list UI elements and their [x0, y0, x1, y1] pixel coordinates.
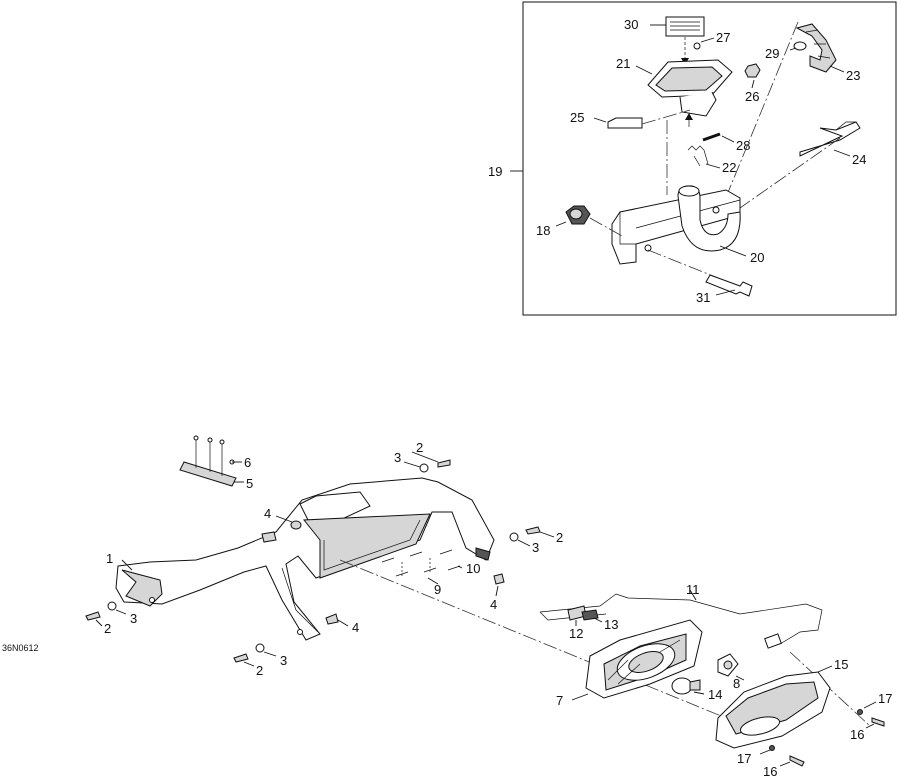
part-10-bracket: [475, 547, 491, 561]
callout-2-bottom: 2: [256, 663, 263, 678]
callout-15: 15: [834, 657, 848, 672]
part-5-strip: [179, 461, 237, 487]
part-3-washer-top: [419, 463, 429, 473]
part-17-washer-right: [857, 709, 863, 715]
callout-20: 20: [750, 250, 764, 265]
callout-8: 8: [733, 676, 740, 691]
callout-25: 25: [570, 110, 584, 125]
callout-19: 19: [488, 164, 502, 179]
callout-21: 21: [616, 56, 630, 71]
callout-2-right: 2: [556, 530, 563, 545]
part-9-clips: [381, 549, 461, 577]
part-25-pin: [607, 117, 643, 129]
part-23-chain: [795, 23, 837, 73]
callout-2-top: 2: [416, 440, 423, 455]
part-4-nut-upper: [261, 531, 277, 543]
callout-5: 5: [246, 476, 253, 491]
part-11-harness: [539, 593, 823, 645]
callout-31: 31: [696, 290, 710, 305]
callout-3-right: 3: [532, 540, 539, 555]
callout-30: 30: [624, 17, 638, 32]
callout-3-bottom: 3: [280, 653, 287, 668]
part-27-screw: [693, 42, 701, 50]
callout-6: 6: [244, 455, 251, 470]
callout-11: 11: [686, 582, 700, 597]
part-2-screw-left: [85, 611, 101, 621]
main-assembly: 6 5 2 3 1 4 2 3: [85, 435, 892, 779]
drawing-code: 36N0612: [2, 643, 39, 653]
part-28-spring: [702, 132, 721, 142]
part-14-bulb: [671, 677, 693, 695]
callout-4-upper: 4: [264, 506, 271, 521]
callout-16-bottom: 16: [763, 764, 777, 779]
part-6-rivets: [193, 435, 235, 476]
part-29-washer: [793, 41, 807, 51]
callout-14: 14: [708, 687, 722, 702]
callout-17-bottom: 17: [737, 751, 751, 766]
callout-9: 9: [434, 582, 441, 597]
part-31-bolt: [705, 274, 753, 297]
callout-24: 24: [852, 152, 866, 167]
callout-10: 10: [466, 561, 480, 576]
part-17-washer-bottom: [769, 745, 775, 751]
callout-28: 28: [736, 138, 750, 153]
part-2-screw-bottom: [233, 653, 249, 663]
hitch-inset: 19 30 27 21 26 29 23: [488, 1, 897, 316]
part-30-decal: [665, 16, 705, 37]
callout-13: 13: [604, 617, 618, 632]
callout-3-left: 3: [130, 611, 137, 626]
part-22-spring-clip: [687, 145, 709, 167]
callout-22: 22: [722, 160, 736, 175]
inset-frame: [522, 1, 897, 316]
part-3-washer-bottom: [255, 643, 265, 653]
callout-4-right: 4: [490, 597, 497, 612]
callout-12: 12: [569, 626, 583, 641]
part-16-screw-right: [871, 717, 885, 727]
part-16-screw-bottom: [789, 755, 805, 767]
callout-27: 27: [716, 30, 730, 45]
callout-1: 1: [106, 551, 113, 566]
part-4-nut-right: [493, 573, 505, 585]
part-24-hairpin: [799, 121, 861, 157]
callout-26: 26: [745, 89, 759, 104]
callout-7: 7: [556, 693, 563, 708]
part-26-nut: [744, 63, 761, 78]
callout-2-left: 2: [104, 621, 111, 636]
part-2-screw-top: [437, 459, 451, 468]
part-3-washer-left: [107, 601, 117, 611]
callout-16-right: 16: [850, 727, 864, 742]
callout-17-right: 17: [878, 691, 892, 706]
callout-4-lower: 4: [352, 620, 359, 635]
part-13-connector: [581, 609, 599, 621]
part-4-nut-lower: [325, 613, 339, 625]
callout-3-top: 3: [394, 450, 401, 465]
callout-23: 23: [846, 68, 860, 83]
callout-18: 18: [536, 223, 550, 238]
part-2-screw-right: [525, 526, 541, 535]
part-20-tube-bracket: [611, 189, 741, 265]
callout-29: 29: [765, 46, 779, 61]
part-3-washer-right: [509, 532, 519, 542]
